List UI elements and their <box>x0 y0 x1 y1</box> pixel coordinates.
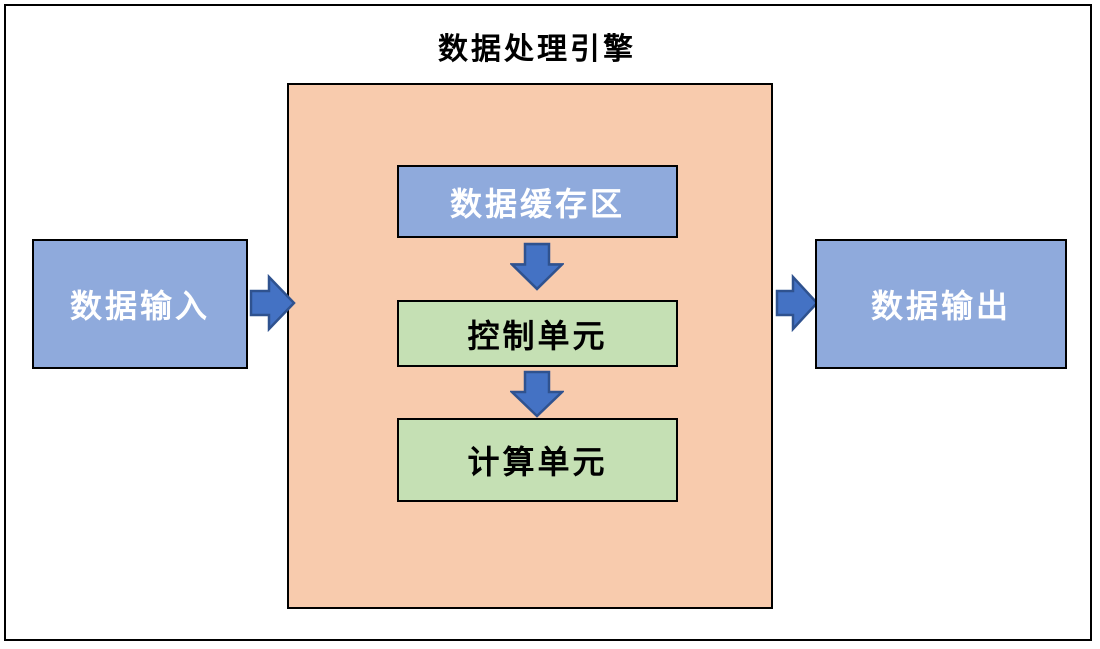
node-control-unit: 控制单元 <box>397 300 678 367</box>
node-control-unit-label: 控制单元 <box>467 317 608 354</box>
node-data-buffer-label: 数据缓存区 <box>449 185 625 222</box>
arrow-buffer-to-control-icon <box>510 242 564 291</box>
arrow-input-to-engine-icon <box>249 273 296 333</box>
node-data-output-label: 数据输出 <box>870 288 1011 324</box>
node-data-input: 数据输入 <box>32 239 248 369</box>
node-compute-unit-label: 计算单元 <box>467 444 608 480</box>
node-data-buffer: 数据缓存区 <box>397 165 678 238</box>
node-data-output: 数据输出 <box>815 239 1067 369</box>
diagram-title: 数据处理引擎 <box>438 33 636 66</box>
node-compute-unit: 计算单元 <box>397 418 678 502</box>
arrow-control-to-compute-icon <box>510 370 564 418</box>
node-data-input-label: 数据输入 <box>69 288 210 324</box>
arrow-engine-to-output-icon <box>775 274 819 332</box>
